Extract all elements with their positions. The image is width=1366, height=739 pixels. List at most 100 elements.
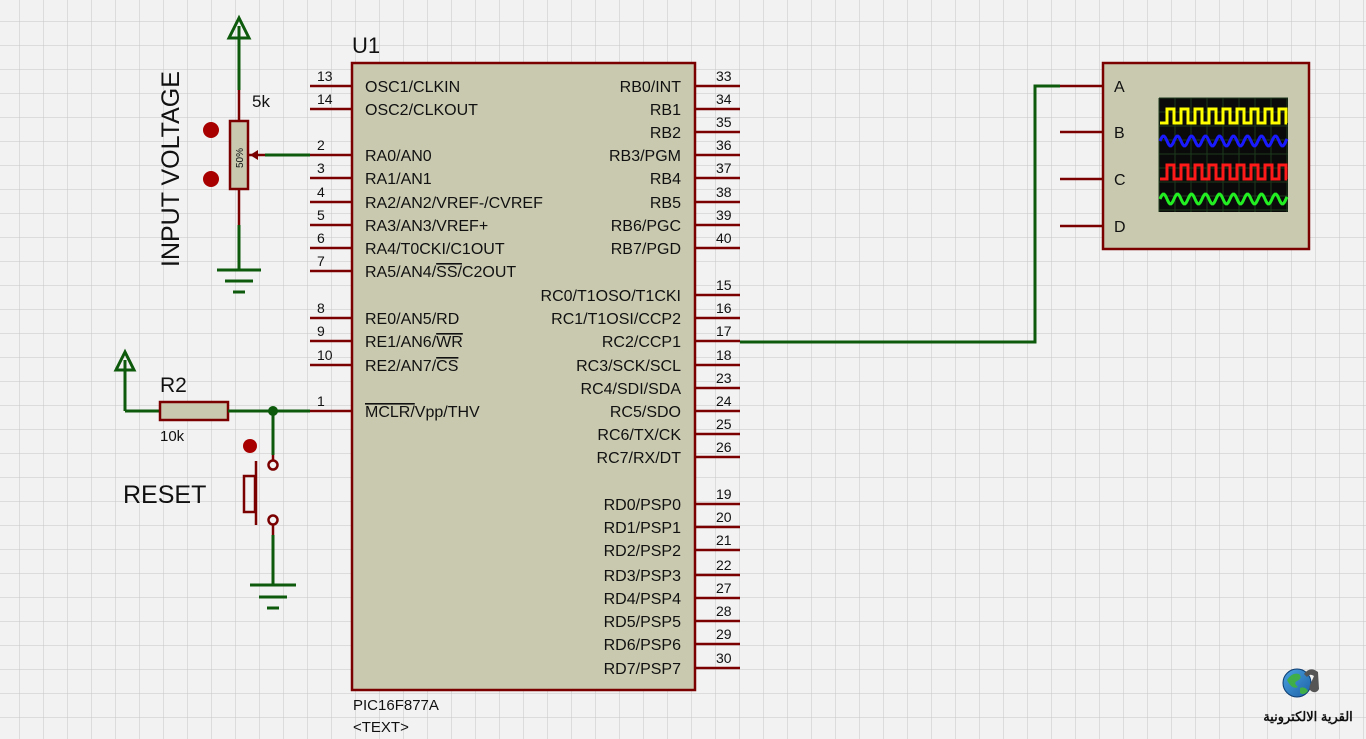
chip-ref-label: U1 — [352, 33, 380, 58]
pot-terminal-dot-top[interactable] — [203, 122, 219, 138]
chip-body[interactable] — [350, 61, 697, 692]
pot-power-arrow-icon — [226, 14, 252, 40]
pin-name-rb5: RB5 — [650, 195, 681, 212]
pin-number: 8 — [317, 300, 325, 316]
pin-number: 28 — [716, 603, 732, 619]
pin-name-rc7-rx-dt: RC7/RX/DT — [597, 450, 682, 467]
pin-number: 23 — [716, 370, 732, 386]
scope-channel-a[interactable]: A — [1060, 79, 1125, 96]
scope-channel-d[interactable]: D — [1060, 219, 1126, 236]
pin-number: 5 — [317, 207, 325, 223]
scope-channel-c[interactable]: C — [1060, 172, 1126, 189]
resistor-ref-label: R2 — [160, 374, 187, 397]
watermark-text: القرية الالكترونية — [1263, 709, 1353, 725]
pot-terminal-dot-bottom[interactable] — [203, 171, 219, 187]
pin-name-rd4-psp4: RD4/PSP4 — [604, 591, 681, 608]
scope-channel-label: D — [1114, 219, 1126, 236]
button-terminal-dot[interactable] — [243, 439, 257, 453]
pin-number: 34 — [716, 91, 732, 107]
pin-number: 2 — [317, 137, 325, 153]
button-contact-bottom — [267, 514, 279, 526]
scope-trace-c — [1160, 163, 1288, 181]
pin-name-rc3-sck-scl: RC3/SCK/SCL — [576, 358, 681, 375]
oscilloscope[interactable]: A B C D — [1060, 61, 1311, 251]
reset-pushbutton[interactable] — [242, 439, 296, 610]
scope-channel-label: C — [1114, 172, 1126, 189]
pin-number: 18 — [716, 347, 732, 363]
pin-name-rd2-psp2: RD2/PSP2 — [604, 543, 681, 560]
reset-label: RESET — [123, 481, 206, 509]
pin-name-rb1: RB1 — [650, 102, 681, 119]
pot-wiper-arrow-icon — [250, 150, 258, 160]
pin-name-ra2-an2-vref-cvref: RA2/AN2/VREF-/CVREF — [365, 195, 543, 212]
button-contact-top — [267, 459, 279, 471]
button-cap[interactable] — [242, 474, 257, 514]
pin-number: 17 — [716, 323, 732, 339]
potentiometer[interactable]: 50% 5k INPUT VOLTAGE — [157, 14, 310, 294]
pin-number: 6 — [317, 230, 325, 246]
pin-name-ra4-t0cki-c1out: RA4/T0CKI/C1OUT — [365, 241, 505, 258]
watermark-logo: القرية الالكترونية — [1263, 668, 1353, 725]
pin-name-rd3-psp3: RD3/PSP3 — [604, 568, 681, 585]
microcontroller-u1[interactable]: U1 PIC16F877A <TEXT> 13OSC1/CLKIN14OSC2/… — [310, 33, 740, 736]
scope-channel-b[interactable]: B — [1060, 125, 1125, 142]
wrench-icon — [1304, 669, 1319, 693]
reset-circuit[interactable]: R2 10k RESET — [113, 348, 310, 610]
pin-number: 30 — [716, 650, 732, 666]
pin-number: 37 — [716, 160, 732, 176]
pin-number: 24 — [716, 393, 732, 409]
pin-number: 14 — [317, 91, 333, 107]
pin-name-re1-an6-wr: RE1/AN6/WR — [365, 334, 463, 351]
scope-trace-b — [1158, 134, 1289, 148]
pin-name-rc5-sdo: RC5/SDO — [610, 404, 681, 421]
input-voltage-label: INPUT VOLTAGE — [157, 71, 185, 267]
pin-name-rd7-psp7: RD7/PSP7 — [604, 661, 681, 678]
pin-number: 13 — [317, 68, 333, 84]
resistor-r2-body[interactable] — [158, 400, 230, 422]
pin-name-rb6-pgc: RB6/PGC — [611, 218, 681, 235]
pin-name-re2-an7-cs: RE2/AN7/CS — [365, 358, 458, 375]
chip-text-placeholder: <TEXT> — [353, 719, 409, 736]
pin-name-rc1-t1osi-ccp2: RC1/T1OSI/CCP2 — [551, 311, 681, 328]
pin-number: 3 — [317, 160, 325, 176]
pin-number: 27 — [716, 580, 732, 596]
pin-name-rd5-psp5: RD5/PSP5 — [604, 614, 681, 631]
